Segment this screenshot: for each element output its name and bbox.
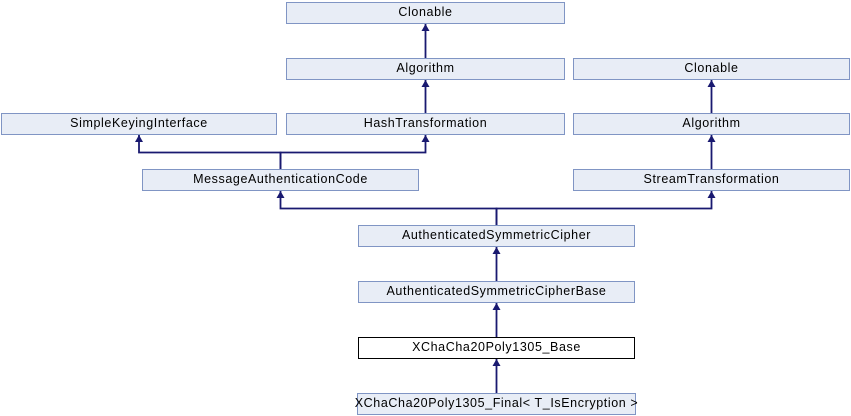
class-node-label: HashTransformation bbox=[363, 116, 488, 131]
class-node-label: XChaCha20Poly1305_Base bbox=[412, 340, 581, 355]
class-node-message-authentication-code[interactable]: MessageAuthenticationCode bbox=[142, 169, 419, 191]
class-node-label: XChaCha20Poly1305_Final< T_IsEncryption … bbox=[354, 396, 639, 411]
class-node-xchacha20poly1305-base[interactable]: XChaCha20Poly1305_Base bbox=[358, 337, 635, 359]
class-node-clonable-right[interactable]: Clonable bbox=[573, 58, 850, 80]
class-node-label: Algorithm bbox=[396, 61, 455, 76]
inheritance-edge-authenticated-symmetric-cipher-to-message-authentication-code bbox=[276, 191, 498, 225]
class-node-label: AuthenticatedSymmetricCipher bbox=[401, 228, 592, 243]
class-node-label: AuthenticatedSymmetricCipherBase bbox=[386, 284, 607, 299]
class-node-authenticated-symmetric-cipher-base[interactable]: AuthenticatedSymmetricCipherBase bbox=[358, 281, 635, 303]
class-node-stream-transformation[interactable]: StreamTransformation bbox=[573, 169, 850, 191]
class-node-label: Algorithm bbox=[682, 116, 741, 131]
class-node-label: MessageAuthenticationCode bbox=[193, 172, 368, 187]
inheritance-edge-authenticated-symmetric-cipher-to-stream-transformation bbox=[495, 191, 716, 225]
class-node-label: Clonable bbox=[684, 61, 739, 76]
class-node-hash-transformation[interactable]: HashTransformation bbox=[286, 113, 565, 135]
class-node-simple-keying-interface[interactable]: SimpleKeyingInterface bbox=[1, 113, 277, 135]
class-node-xchacha20poly1305-final[interactable]: XChaCha20Poly1305_Final< T_IsEncryption … bbox=[354, 393, 639, 415]
inheritance-edge-message-authentication-code-to-hash-transformation bbox=[279, 135, 430, 169]
class-node-label: Clonable bbox=[398, 5, 453, 20]
class-node-label: StreamTransformation bbox=[643, 172, 780, 187]
class-node-algorithm-right[interactable]: Algorithm bbox=[573, 113, 850, 135]
class-node-algorithm-mid[interactable]: Algorithm bbox=[286, 58, 565, 80]
class-node-authenticated-symmetric-cipher[interactable]: AuthenticatedSymmetricCipher bbox=[358, 225, 635, 247]
inheritance-edge-message-authentication-code-to-simple-keying-interface bbox=[135, 135, 282, 169]
class-node-clonable-top[interactable]: Clonable bbox=[286, 2, 565, 24]
class-node-label: SimpleKeyingInterface bbox=[70, 116, 208, 131]
